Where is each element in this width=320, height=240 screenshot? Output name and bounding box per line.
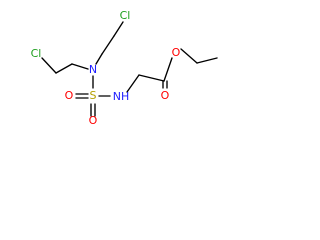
atom-o-sulfonyl-bottom: O [89,114,98,127]
bond-nh-ch2 [126,74,140,93]
atom-o-sulfonyl-left: O [65,89,74,102]
atom-cl-top: Cl [120,9,131,22]
structure-svg: Cl Cl N S O O NH O O [31,9,218,127]
atom-cl-left: Cl [31,47,42,60]
atom-s-sulfonyl: S [90,89,97,102]
bond-o-ch2 [180,48,198,64]
bond-ch2-ch3 [196,57,218,64]
bond-ch2-ch2-top [101,35,115,55]
atom-nh-sulfonamide: NH [113,90,130,103]
bond-c-o-single [163,57,173,82]
bond-ch2-n-top [95,53,103,65]
bond-cl-left-ch2 [41,57,57,74]
bond-ch2-ch2-left [55,63,73,74]
atom-n-amine: N [89,63,97,76]
atom-o-ester-double: O [161,89,170,102]
bond-ch2-n-left [71,63,89,70]
bond-ch2-c-carbonyl [138,74,165,82]
atom-o-ester-single: O [172,46,181,59]
bond-cl-top-ch2 [113,21,124,37]
molecule-diagram: Cl Cl N S O O NH O O [0,0,232,141]
